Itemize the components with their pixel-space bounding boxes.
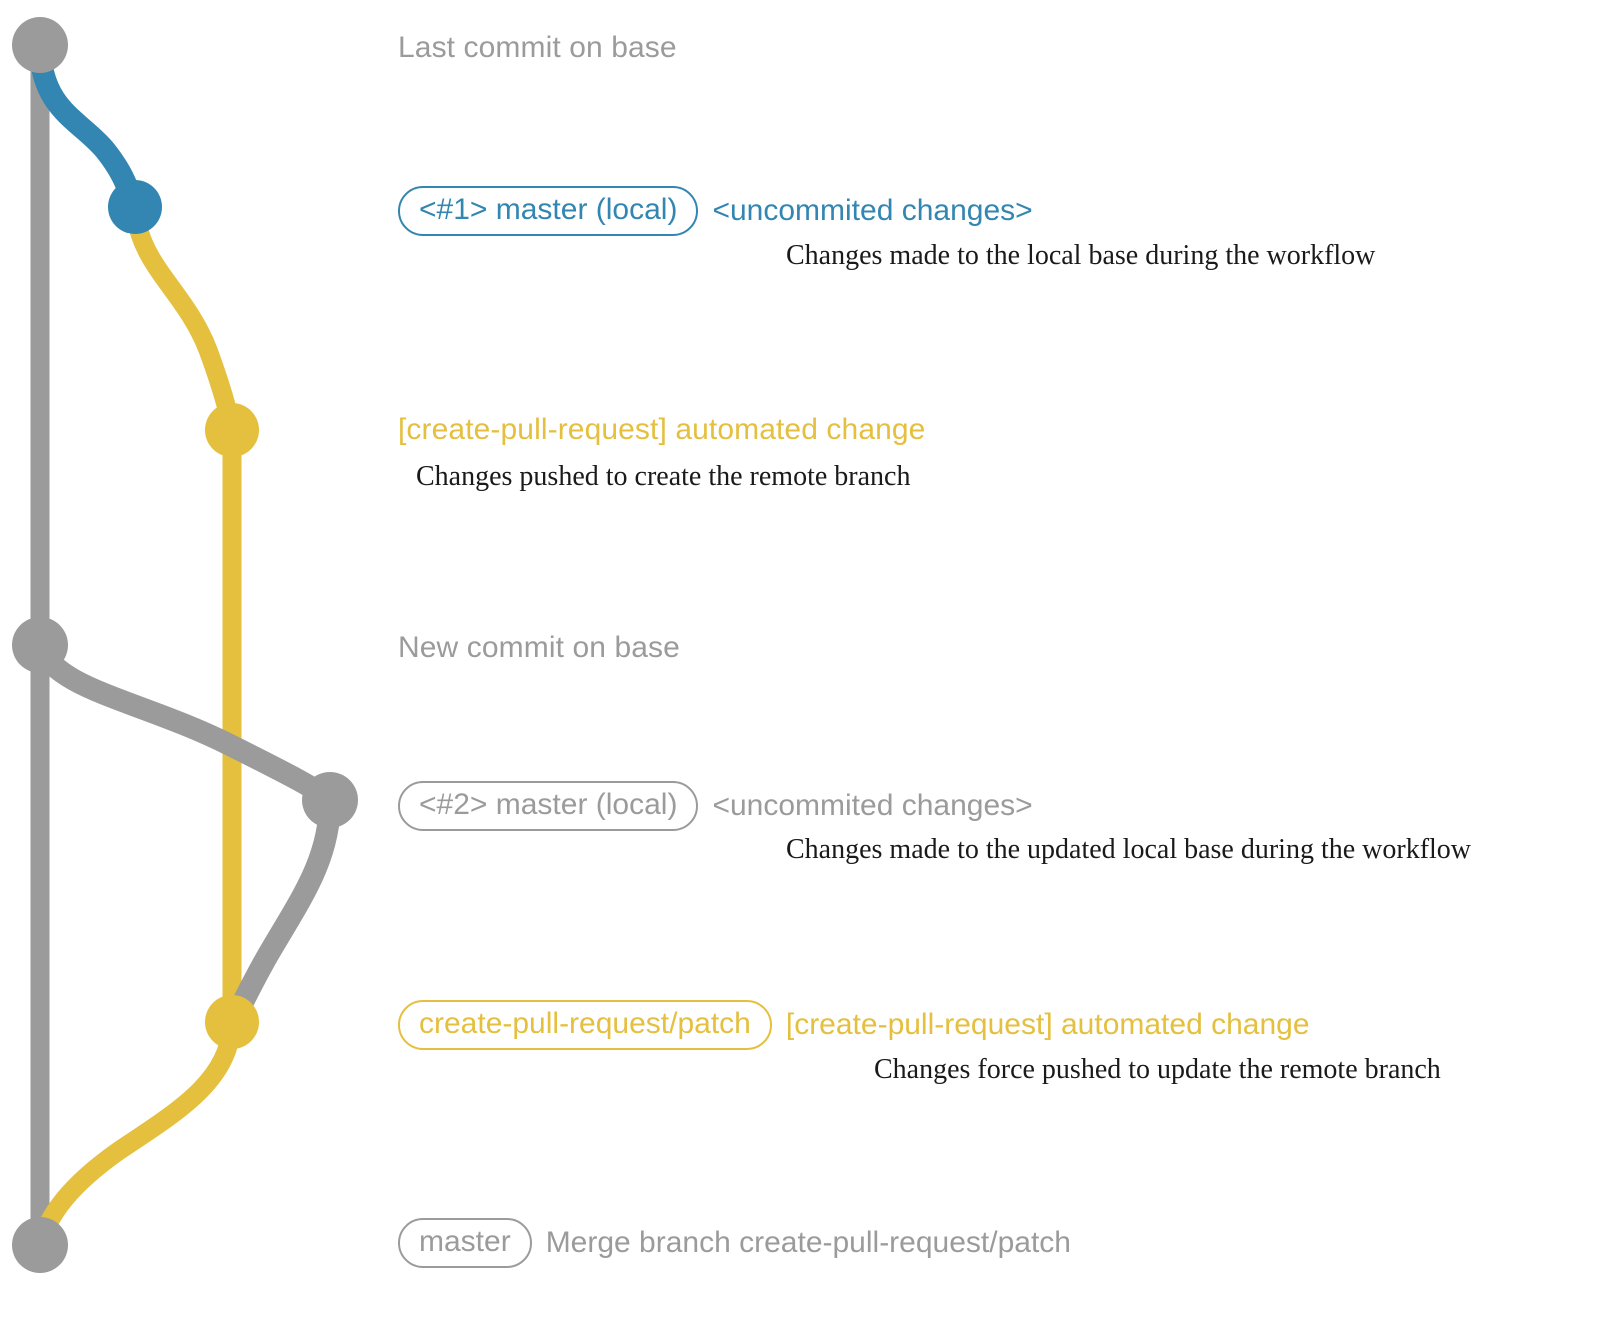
row-new-commit-on-base: New commit on base <box>398 631 680 665</box>
commit-message-remote-2: [create-pull-request] automated change <box>785 1008 1310 1041</box>
commit-message-remote-1: [create-pull-request] automated change <box>398 413 926 446</box>
git-graph-svg <box>12 17 358 1273</box>
merge-line <box>30 1012 242 1255</box>
commit-message-merge: Merge branch create-pull-request/patch <box>545 1226 1071 1259</box>
branch-pill-local-1[interactable]: <#1> master (local) <box>398 186 699 236</box>
branch-pill-local-2[interactable]: <#2> master (local) <box>398 781 699 831</box>
branch-pill-remote-2[interactable]: create-pull-request/patch <box>398 1000 772 1050</box>
commit-message-local-1: <uncommited changes> <box>712 194 1033 227</box>
description-remote-2: Changes force pushed to update the remot… <box>874 1054 1441 1085</box>
last-commit-on-base-label: Last commit on base <box>398 31 677 64</box>
commit-message-local-2: <uncommited changes> <box>712 789 1033 822</box>
description-local-1: Changes made to the local base during th… <box>786 240 1376 271</box>
commit-node-base-merge[interactable] <box>12 1217 68 1273</box>
branch-pill-master[interactable]: master <box>398 1218 532 1268</box>
row-merge-commit: master Merge branch create-pull-request/… <box>398 1218 1071 1268</box>
row-last-commit-on-base: Last commit on base <box>398 31 677 65</box>
row-local-commit-2: <#2> master (local) <uncommited changes> <box>398 781 1033 831</box>
commit-node-base-last[interactable] <box>12 17 68 73</box>
row-remote-commit-2: create-pull-request/patch [create-pull-r… <box>398 1000 1310 1050</box>
description-remote-1: Changes pushed to create the remote bran… <box>416 461 911 492</box>
commit-node-remote-2[interactable] <box>205 995 259 1049</box>
new-commit-on-base-label: New commit on base <box>398 631 680 664</box>
description-local-2: Changes made to the updated local base d… <box>786 834 1472 865</box>
row-local-commit-1: <#1> master (local) <uncommited changes> <box>398 186 1033 236</box>
commit-node-base-new[interactable] <box>12 617 68 673</box>
commit-node-local-2[interactable] <box>302 772 358 828</box>
commit-node-local-1[interactable] <box>108 180 162 234</box>
row-remote-commit-1: [create-pull-request] automated change <box>398 413 925 447</box>
commit-node-remote-1[interactable] <box>205 403 259 457</box>
